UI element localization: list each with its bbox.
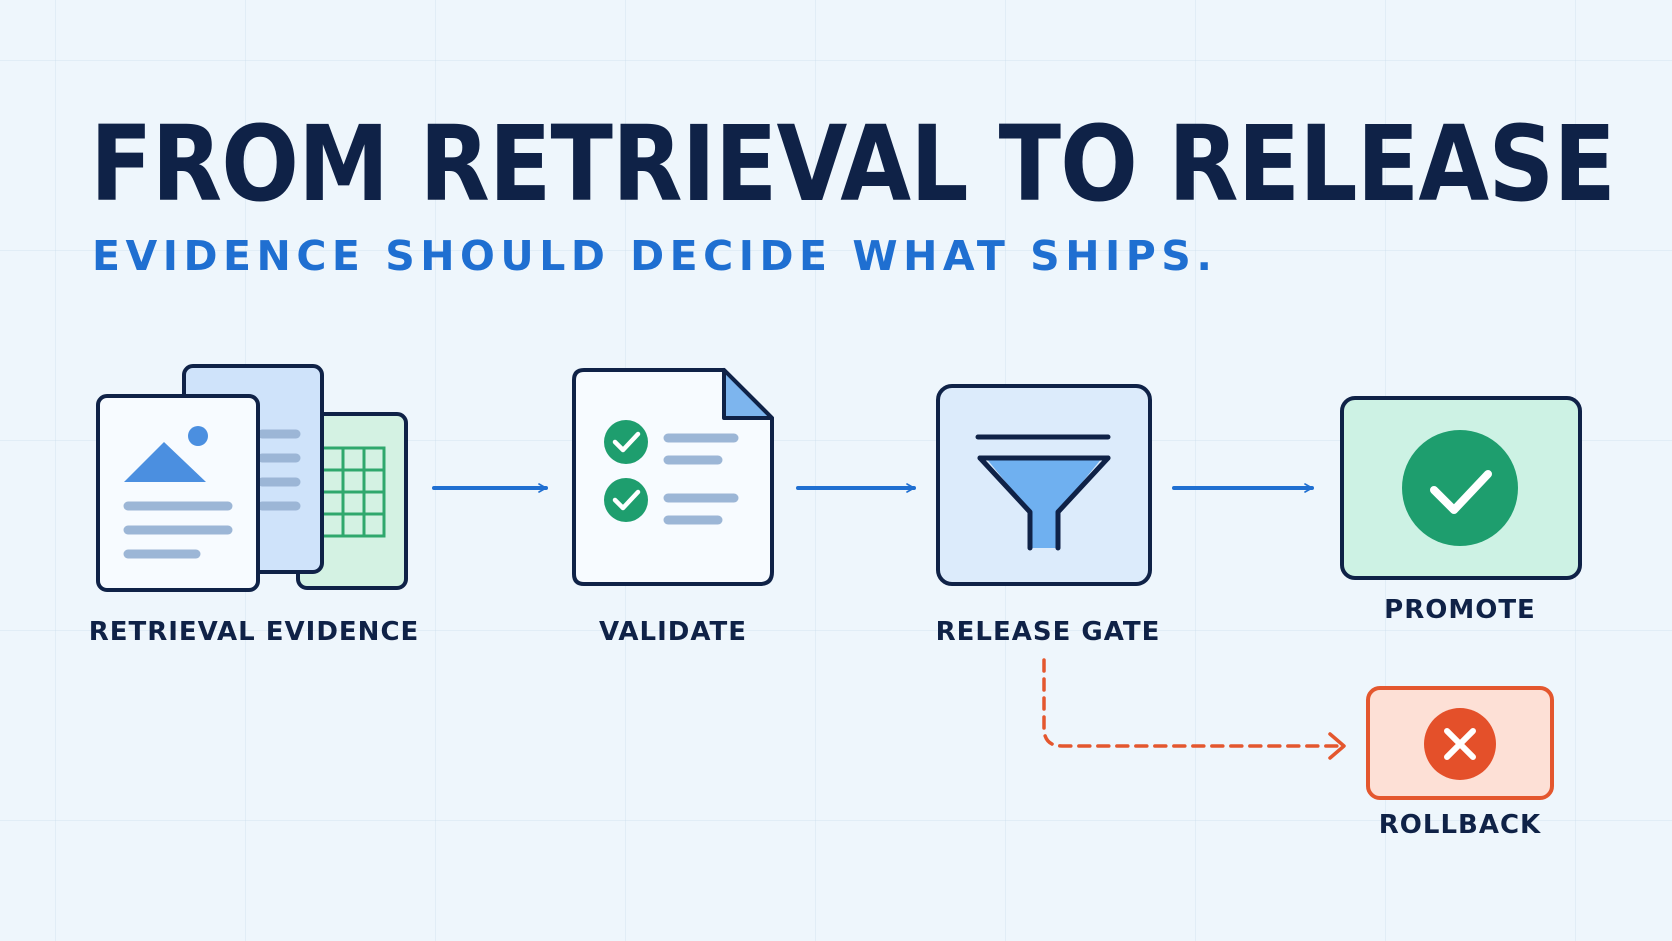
checklist-icon	[572, 368, 774, 586]
page-subtitle: EVIDENCE SHOULD DECIDE WHAT SHIPS.	[92, 232, 1218, 280]
step-label-promote: PROMOTE	[1384, 595, 1536, 625]
funnel-icon	[936, 384, 1152, 586]
step-label-validate: VALIDATE	[599, 617, 747, 647]
x-circle-icon	[1366, 686, 1554, 800]
page-title: FROM RETRIEVAL TO RELEASE	[90, 103, 1616, 225]
check-circle-icon	[1340, 396, 1582, 580]
documents-icon	[96, 364, 408, 592]
step-label-release-gate: RELEASE GATE	[935, 617, 1161, 647]
rollback-arrow	[1042, 658, 1340, 748]
step-label-rollback: ROLLBACK	[1378, 810, 1542, 840]
step-label-retrieval-evidence: RETRIEVAL EVIDENCE	[88, 617, 420, 647]
